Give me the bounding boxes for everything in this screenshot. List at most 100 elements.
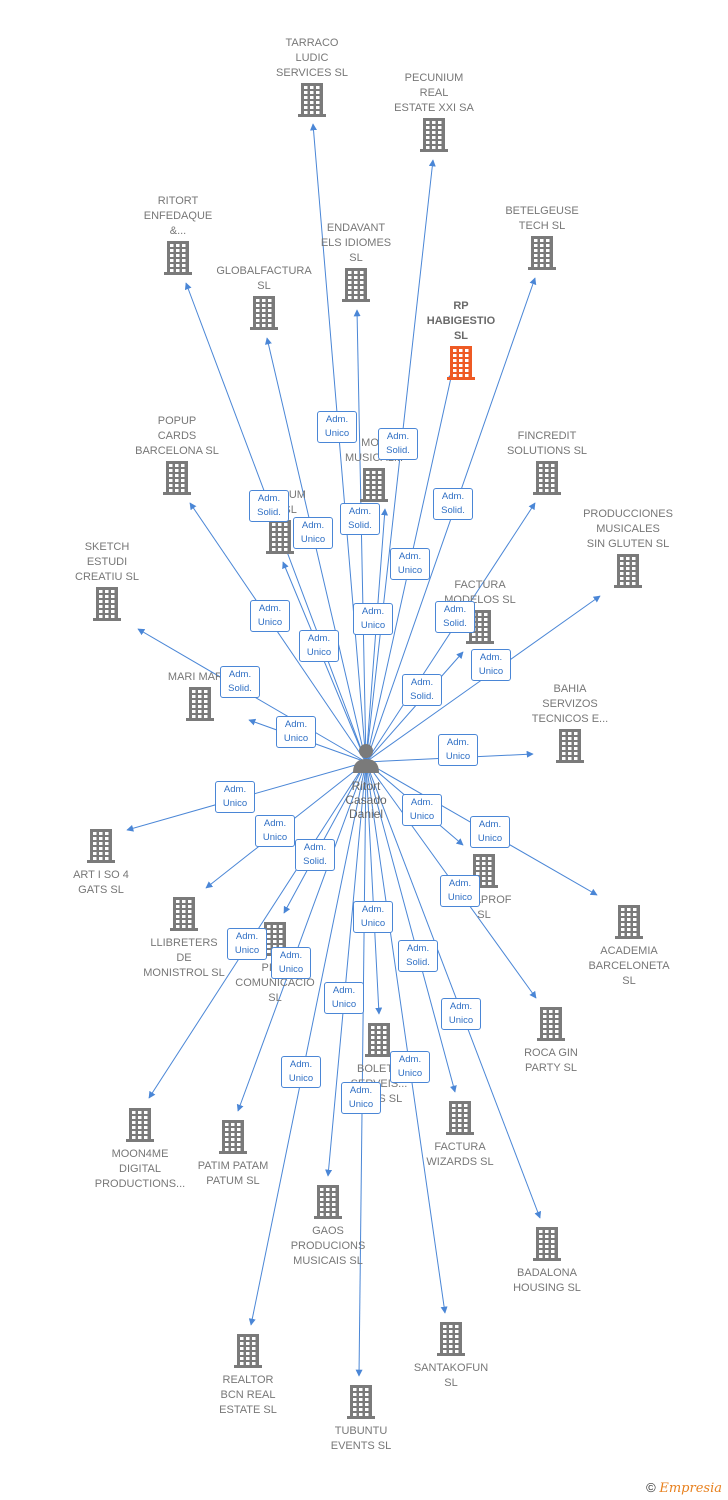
edge-globalfactura (265, 337, 367, 763)
company-label: ROCA GIN PARTY SL (524, 1047, 578, 1074)
company-label: PATIM PATAM PATUM SL (197, 1160, 269, 1187)
building-icon (347, 1385, 375, 1419)
building-icon (533, 1227, 561, 1261)
company-node-sketch[interactable]: SKETCH ESTUDI CREATIU SL (47, 540, 167, 626)
person-name: Ritort Casado Daniel (345, 779, 387, 821)
role-badge-gaos[interactable]: Adm. Unico (324, 982, 364, 1014)
building-icon (447, 346, 475, 380)
company-node-bahia[interactable]: BAHIA SERVIZOS TECNICOS E... (510, 682, 630, 768)
company-node-rp-habigestio[interactable]: RP HABIGESTIO SL (401, 299, 521, 385)
edge-pecunium (365, 159, 436, 763)
role-badge-endavant[interactable]: Adm. Solid. (340, 503, 380, 535)
person-node[interactable]: Ritort Casado Daniel (321, 742, 411, 821)
role-badge-ritort-enfedaque[interactable]: Adm. Solid. (249, 490, 289, 522)
building-icon (537, 1007, 565, 1041)
company-node-tarraco[interactable]: TARRACO LUDIC SERVICES SL (252, 36, 372, 122)
building-icon (298, 83, 326, 117)
building-icon (556, 729, 584, 763)
company-node-ritort-enfedaque[interactable]: RITORT ENFEDAQUE &... (118, 194, 238, 280)
company-label: MOON4ME DIGITAL PRODUCTIONS... (94, 1148, 186, 1190)
company-node-realtor[interactable]: REALTOR BCN REAL ESTATE SL (188, 1332, 308, 1418)
edge-factura-wizards (365, 761, 457, 1093)
company-node-art-i-so[interactable]: ART I SO 4 GATS SL (41, 827, 161, 898)
role-badge-premium[interactable]: Adm. Unico (299, 630, 339, 662)
company-node-fincredit[interactable]: FINCREDIT SOLUTIONS SL (487, 429, 607, 500)
company-node-santakofun[interactable]: SANTAKOFUN SL (391, 1320, 511, 1391)
edge-badalona (365, 761, 542, 1219)
edge-tubuntu (355, 761, 367, 1377)
role-badge-badalona[interactable]: Adm. Unico (441, 998, 481, 1030)
role-badge-pecunium[interactable]: Adm. Solid. (378, 428, 418, 460)
company-node-betelgeuse[interactable]: BETELGEUSE TECH SL (482, 204, 602, 275)
role-badge-tarraco[interactable]: Adm. Unico (317, 411, 357, 443)
role-badge-producciones[interactable]: Adm. Unico (471, 649, 511, 681)
company-node-globalfactura[interactable]: GLOBALFACTURA SL (204, 264, 324, 335)
role-badge-tubuntu[interactable]: Adm. Unico (341, 1082, 381, 1114)
role-badge-patim[interactable]: Adm. Unico (271, 947, 311, 979)
role-badge-factura-modelos[interactable]: Adm. Solid. (402, 674, 442, 706)
company-node-roca-gin[interactable]: ROCA GIN PARTY SL (491, 1005, 611, 1076)
company-node-popup[interactable]: POPUP CARDS BARCELONA SL (117, 414, 237, 500)
company-label: SKETCH ESTUDI CREATIU SL (75, 541, 139, 583)
building-icon (170, 897, 198, 931)
company-label: ART I SO 4 GATS SL (73, 869, 129, 896)
building-icon (528, 236, 556, 270)
role-badge-factura-wizards[interactable]: Adm. Solid. (398, 940, 438, 972)
role-badge-fincredit[interactable]: Adm. Solid. (435, 601, 475, 633)
company-node-pecunium[interactable]: PECUNIUM REAL ESTATE XXI SA (374, 71, 494, 157)
building-icon (266, 520, 294, 554)
company-node-endavant[interactable]: ENDAVANT ELS IDIOMES SL (296, 221, 416, 307)
edge-premium (282, 561, 367, 763)
building-icon (420, 118, 448, 152)
role-badge-mari-mar[interactable]: Adm. Unico (276, 716, 316, 748)
role-badge-academia[interactable]: Adm. Unico (470, 816, 510, 848)
company-label: ENDAVANT ELS IDIOMES SL (320, 222, 392, 264)
building-icon (164, 241, 192, 275)
building-icon (342, 268, 370, 302)
edge-boleta (365, 761, 383, 1015)
role-badge-sketch[interactable]: Adm. Solid. (220, 666, 260, 698)
edge-realtor (248, 761, 367, 1326)
role-badge-llibreters[interactable]: Adm. Unico (255, 815, 295, 847)
edge-tarraco (310, 123, 367, 763)
role-badge-moon4me[interactable]: Adm. Unico (227, 928, 267, 960)
company-label: POPUP CARDS BARCELONA SL (135, 415, 219, 457)
role-badge-mor-musical[interactable]: Adm. Unico (353, 603, 393, 635)
company-label: GLOBALFACTURA SL (216, 265, 312, 292)
role-badge-betelgeuse[interactable]: Adm. Solid. (433, 488, 473, 520)
company-node-patim[interactable]: PATIM PATAM PATUM SL (173, 1118, 293, 1189)
company-node-badalona[interactable]: BADALONA HOUSING SL (487, 1225, 607, 1296)
role-badge-rp-habigestio[interactable]: Adm. Unico (390, 548, 430, 580)
role-badge-globalfactura[interactable]: Adm. Unico (293, 517, 333, 549)
edge-factura-modelos (365, 651, 464, 763)
edge-popup (189, 502, 367, 763)
company-node-factura-wizards[interactable]: FACTURA WIZARDS SL (400, 1099, 520, 1170)
role-badge-boleta[interactable]: Adm. Unico (353, 901, 393, 933)
brand-logo: Empresia (659, 1481, 722, 1496)
role-badge-art-i-so[interactable]: Adm. Unico (215, 781, 255, 813)
building-icon (365, 1023, 393, 1057)
edge-santakofun (365, 761, 448, 1314)
role-badge-popup[interactable]: Adm. Unico (250, 600, 290, 632)
building-icon (446, 1101, 474, 1135)
company-label: ACADEMIA BARCELONETA SL (588, 945, 670, 987)
role-badge-realtor[interactable]: Adm. Unico (281, 1056, 321, 1088)
company-label: TARRACO LUDIC SERVICES SL (276, 37, 348, 79)
role-badge-raprof[interactable]: Adm. Unico (402, 794, 442, 826)
company-node-moon4me[interactable]: MOON4ME DIGITAL PRODUCTIONS... (80, 1106, 200, 1192)
building-icon (615, 905, 643, 939)
building-icon (126, 1108, 154, 1142)
company-node-tubuntu[interactable]: TUBUNTU EVENTS SL (301, 1383, 421, 1454)
role-badge-santakofun[interactable]: Adm. Unico (390, 1051, 430, 1083)
company-node-producciones[interactable]: PRODUCCIONES MUSICALES SIN GLUTEN SL (568, 507, 688, 593)
role-badge-bahia[interactable]: Adm. Unico (438, 734, 478, 766)
footer-brand: © Empresia (646, 1480, 722, 1496)
edge-pie-comunicacio (283, 761, 367, 914)
company-node-academia[interactable]: ACADEMIA BARCELONETA SL (569, 903, 689, 989)
company-node-gaos[interactable]: GAOS PRODUCIONS MUSICAIS SL (268, 1183, 388, 1269)
company-node-llibreters[interactable]: LLIBRETERS DE MONISTROL SL (124, 895, 244, 981)
role-badge-pie-comunicacio[interactable]: Adm. Solid. (295, 839, 335, 871)
role-badge-roca-gin[interactable]: Adm. Unico (440, 875, 480, 907)
company-label: RITORT ENFEDAQUE &... (143, 195, 213, 237)
building-icon (437, 1322, 465, 1356)
